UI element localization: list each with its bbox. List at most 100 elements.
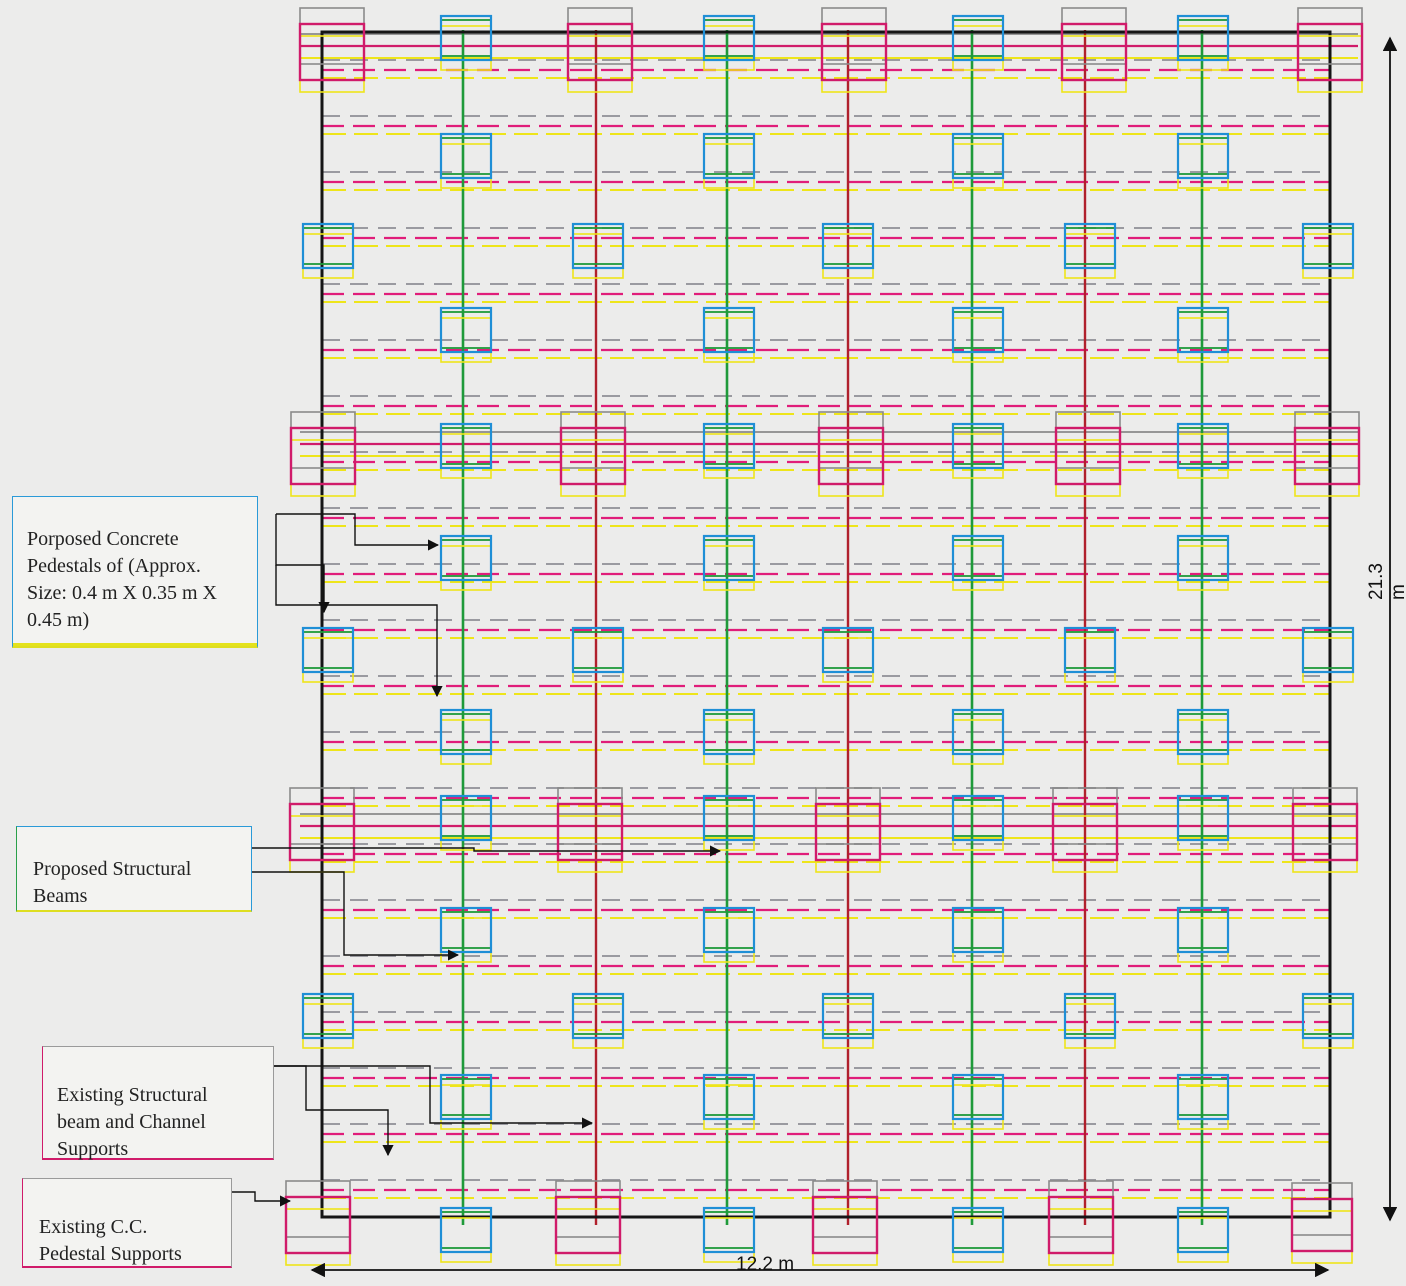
proposed-pedestal-outline [439, 1073, 493, 1121]
proposed-pedestal-outline [1063, 992, 1117, 1040]
proposed-pedestal-yellow-outline [1302, 233, 1354, 279]
existing-pedestal [298, 7, 366, 93]
proposed-pedestal-outline [702, 422, 756, 470]
proposed-pedestal-outline [821, 626, 875, 674]
proposed-pedestal-outline [951, 14, 1005, 62]
proposed-pedestal [1301, 992, 1355, 1049]
proposed-pedestal-outline [702, 1206, 756, 1254]
existing-pedestal-outline [1290, 1197, 1354, 1253]
leader-arrows [232, 513, 722, 1207]
proposed-pedestal [439, 306, 493, 363]
existing-pedestal [1060, 7, 1128, 93]
proposed-pedestal [951, 906, 1005, 963]
proposed-pedestal-yellow-outline [440, 1217, 492, 1263]
proposed-pedestal-outline [1063, 222, 1117, 270]
proposed-pedestal-outline [301, 992, 355, 1040]
proposed-pedestal-outline [702, 14, 756, 62]
existing-pedestal-outline [554, 1195, 622, 1255]
existing-pedestal [1291, 787, 1359, 873]
proposed-pedestal-outline [1176, 534, 1230, 582]
existing-pedestal [554, 1180, 622, 1266]
proposed-pedestal [571, 992, 625, 1049]
existing-pedestal [289, 411, 357, 497]
proposed-pedestal-outline [951, 1073, 1005, 1121]
proposed-pedestal [1176, 306, 1230, 363]
proposed-pedestal-yellow-outline [302, 233, 354, 279]
proposed-pedestal-outline [301, 222, 355, 270]
proposed-pedestal-outline [1301, 992, 1355, 1040]
existing-pedestal [820, 7, 888, 93]
proposed-pedestal [702, 906, 756, 963]
proposed-pedestal [301, 992, 355, 1049]
existing-pedestal-outline [1047, 1195, 1115, 1255]
proposed-pedestal-outline [702, 1073, 756, 1121]
existing-pedestal-outline [820, 22, 888, 82]
proposed-pedestal [1063, 626, 1117, 683]
existing-pedestal [817, 411, 885, 497]
existing-pedestal-outline [1291, 802, 1359, 862]
proposed-pedestal [1301, 626, 1355, 683]
proposed-pedestal [821, 992, 875, 1049]
proposed-pedestal [439, 1206, 493, 1263]
proposed-pedestal [951, 794, 1005, 851]
existing-pedestal [559, 411, 627, 497]
proposed-pedestal-outline [702, 708, 756, 756]
proposed-pedestal [439, 14, 493, 71]
proposed-pedestal-outline [951, 534, 1005, 582]
outer-frame [320, 30, 1332, 1219]
proposed-pedestal-outline [951, 132, 1005, 180]
existing-pedestal-outline [566, 22, 634, 82]
proposed-pedestal-outline [1176, 14, 1230, 62]
proposed-pedestal [702, 534, 756, 591]
proposed-pedestal [951, 132, 1005, 189]
label-proposed-beams: Proposed Structural Beams [16, 826, 252, 912]
proposed-pedestal [951, 14, 1005, 71]
leader-arrow [252, 845, 722, 857]
proposed-pedestal-yellow-outline [572, 1003, 624, 1049]
proposed-pedestal-outline [439, 1206, 493, 1254]
existing-pedestal [814, 787, 882, 873]
existing-pedestal [811, 1180, 879, 1266]
proposed-pedestal [1176, 132, 1230, 189]
proposed-pedestal-outline [1176, 132, 1230, 180]
proposed-pedestal-outline [951, 906, 1005, 954]
proposed-pedestal [951, 1206, 1005, 1263]
existing-pedestal-outline [284, 1195, 352, 1255]
existing-pedestal-outline [288, 802, 356, 862]
existing-pedestal-outline [817, 426, 885, 486]
proposed-pedestal [702, 422, 756, 479]
existing-pedestal [1047, 1180, 1115, 1266]
existing-pedestal-outline [556, 802, 624, 862]
proposed-pedestal [702, 14, 756, 71]
proposed-pedestal-outline [571, 992, 625, 1040]
proposed-pedestal [439, 534, 493, 591]
proposed-pedestal-outline [439, 906, 493, 954]
proposed-pedestal-outline [439, 14, 493, 62]
existing-pedestal-outline [1060, 22, 1128, 82]
proposed-pedestal [821, 222, 875, 279]
pedestals [284, 7, 1364, 1266]
proposed-pedestal-outline [1176, 906, 1230, 954]
proposed-pedestal-outline [1176, 794, 1230, 842]
proposed-pedestal-yellow-outline [952, 545, 1004, 591]
proposed-pedestal [1176, 14, 1230, 71]
proposed-pedestal-yellow-outline [1302, 1003, 1354, 1049]
proposed-pedestal-yellow-outline [703, 1084, 755, 1130]
leader-arrow [252, 871, 460, 961]
proposed-pedestal-outline [821, 222, 875, 270]
existing-pedestal-outline [289, 426, 357, 486]
proposed-pedestal-outline [1301, 626, 1355, 674]
proposed-pedestal-outline [301, 626, 355, 674]
proposed-pedestal-outline [702, 132, 756, 180]
proposed-pedestal-outline [702, 794, 756, 842]
proposed-pedestal-outline [1176, 306, 1230, 354]
proposed-pedestal-outline [571, 626, 625, 674]
existing-pedestal-outline [559, 426, 627, 486]
proposed-pedestal [951, 306, 1005, 363]
proposed-pedestal-outline [702, 306, 756, 354]
existing-pedestal [284, 1180, 352, 1266]
proposed-pedestal-outline [951, 1206, 1005, 1254]
proposed-pedestal-outline [439, 708, 493, 756]
proposed-pedestal [702, 306, 756, 363]
leader-arrow [276, 513, 440, 551]
